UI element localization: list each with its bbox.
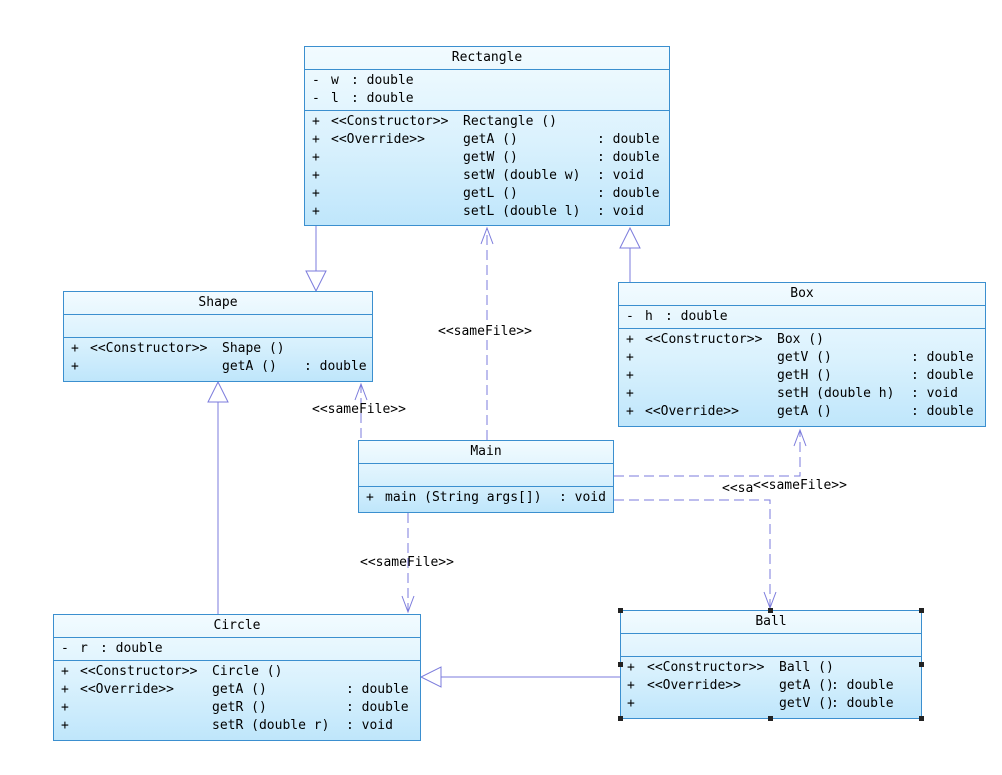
rectangle-generalization-arrowhead [619,226,641,249]
method-row[interactable]: +getV (): double [626,350,974,365]
method-row[interactable]: +main (String args[]): void [366,490,606,505]
method-row[interactable]: +setL (double l): void [312,204,644,219]
method-row[interactable]: +getR (): double [61,700,409,715]
class-name: Ball [621,611,921,634]
field-row[interactable]: -r: double [61,641,163,656]
circle-dependency-arrowhead [401,595,415,614]
methods-section: +main (String args[]): void [359,487,613,509]
selection-handle-top-right[interactable] [919,608,924,613]
label-main-rectangle: <<sameFile>> [438,324,532,339]
selection-handle-bottom-left[interactable] [618,716,623,721]
class-main[interactable]: Main +main (String args[]): void [358,440,614,513]
label-main-circle: <<sameFile>> [360,555,454,570]
method-row[interactable]: +<<Constructor>>Box () [626,332,824,347]
fields-section [359,464,613,487]
field-row[interactable]: -l: double [312,91,414,106]
main-ball-dependency-line [614,499,771,608]
class-rectangle[interactable]: Rectangle -w: double -l: double +<<Const… [304,46,670,226]
main-box-dependency-line [614,430,801,477]
label-main-box: <<sameFile>> [753,478,847,493]
class-box[interactable]: Box -h: double +<<Constructor>>Box () +g… [618,282,986,427]
method-row[interactable]: +<<Constructor>>Circle () [61,664,283,679]
class-name: Rectangle [305,47,669,70]
selection-handle-top-left[interactable] [618,608,623,613]
selection-handle-mid-right[interactable] [919,662,924,667]
methods-section: +<<Constructor>>Circle () +<<Override>>g… [54,661,420,737]
method-row[interactable]: +getA (): double [71,359,367,374]
class-circle[interactable]: Circle -r: double +<<Constructor>>Circle… [53,614,421,741]
method-row[interactable]: +<<Override>>getA (): double [626,404,974,419]
method-row[interactable]: +setW (double w): void [312,168,644,183]
method-row[interactable]: +<<Override>>getA (): double [312,132,660,147]
label-main-ball-fragment: <<sa [722,481,754,496]
method-row[interactable]: +<<Override>>getA (): double [627,678,894,693]
box-dependency-arrowhead [793,428,807,447]
method-row[interactable]: +getL (): double [312,186,660,201]
field-row[interactable]: -h: double [626,309,728,324]
fields-section: -r: double [54,638,420,661]
selection-handle-bottom-right[interactable] [919,716,924,721]
fields-section: -h: double [619,306,985,329]
class-ball[interactable]: Ball +<<Constructor>>Ball () +<<Override… [620,610,922,719]
methods-section: +<<Constructor>>Rectangle () +<<Override… [305,111,669,223]
circle-generalization-arrowhead [419,666,442,688]
class-name: Main [359,441,613,464]
selection-handle-bottom-mid[interactable] [768,716,773,721]
shape-dependency-arrowhead [354,382,368,401]
fields-section [621,634,921,657]
shape-generalization-arrowhead-2 [207,380,229,403]
method-row[interactable]: +<<Constructor>>Rectangle () [312,114,557,129]
selection-handle-mid-left[interactable] [618,662,623,667]
methods-section: +<<Constructor>>Ball () +<<Override>>get… [621,657,921,715]
methods-section: +<<Constructor>>Shape () +getA (): doubl… [64,338,372,378]
methods-section: +<<Constructor>>Box () +getV (): double … [619,329,985,423]
fields-section [64,315,372,338]
selection-handle-top-mid[interactable] [768,608,773,613]
method-row[interactable]: +setR (double r): void [61,718,393,733]
label-main-shape: <<sameFile>> [312,402,406,417]
method-row[interactable]: +setH (double h): void [626,386,958,401]
class-name: Box [619,283,985,306]
class-shape[interactable]: Shape +<<Constructor>>Shape () +getA ():… [63,291,373,382]
field-row[interactable]: -w: double [312,73,414,88]
method-row[interactable]: +<<Constructor>>Ball () [627,660,834,675]
method-row[interactable]: +<<Override>>getA (): double [61,682,409,697]
method-row[interactable]: +getW (): double [312,150,660,165]
method-row[interactable]: +getH (): double [626,368,974,383]
class-name: Shape [64,292,372,315]
shape-generalization-arrowhead [305,270,327,293]
fields-section: -w: double -l: double [305,70,669,111]
class-name: Circle [54,615,420,638]
method-row[interactable]: +getV (): double [627,696,894,711]
rectangle-dependency-arrowhead [480,226,494,245]
method-row[interactable]: +<<Constructor>>Shape () [71,341,285,356]
